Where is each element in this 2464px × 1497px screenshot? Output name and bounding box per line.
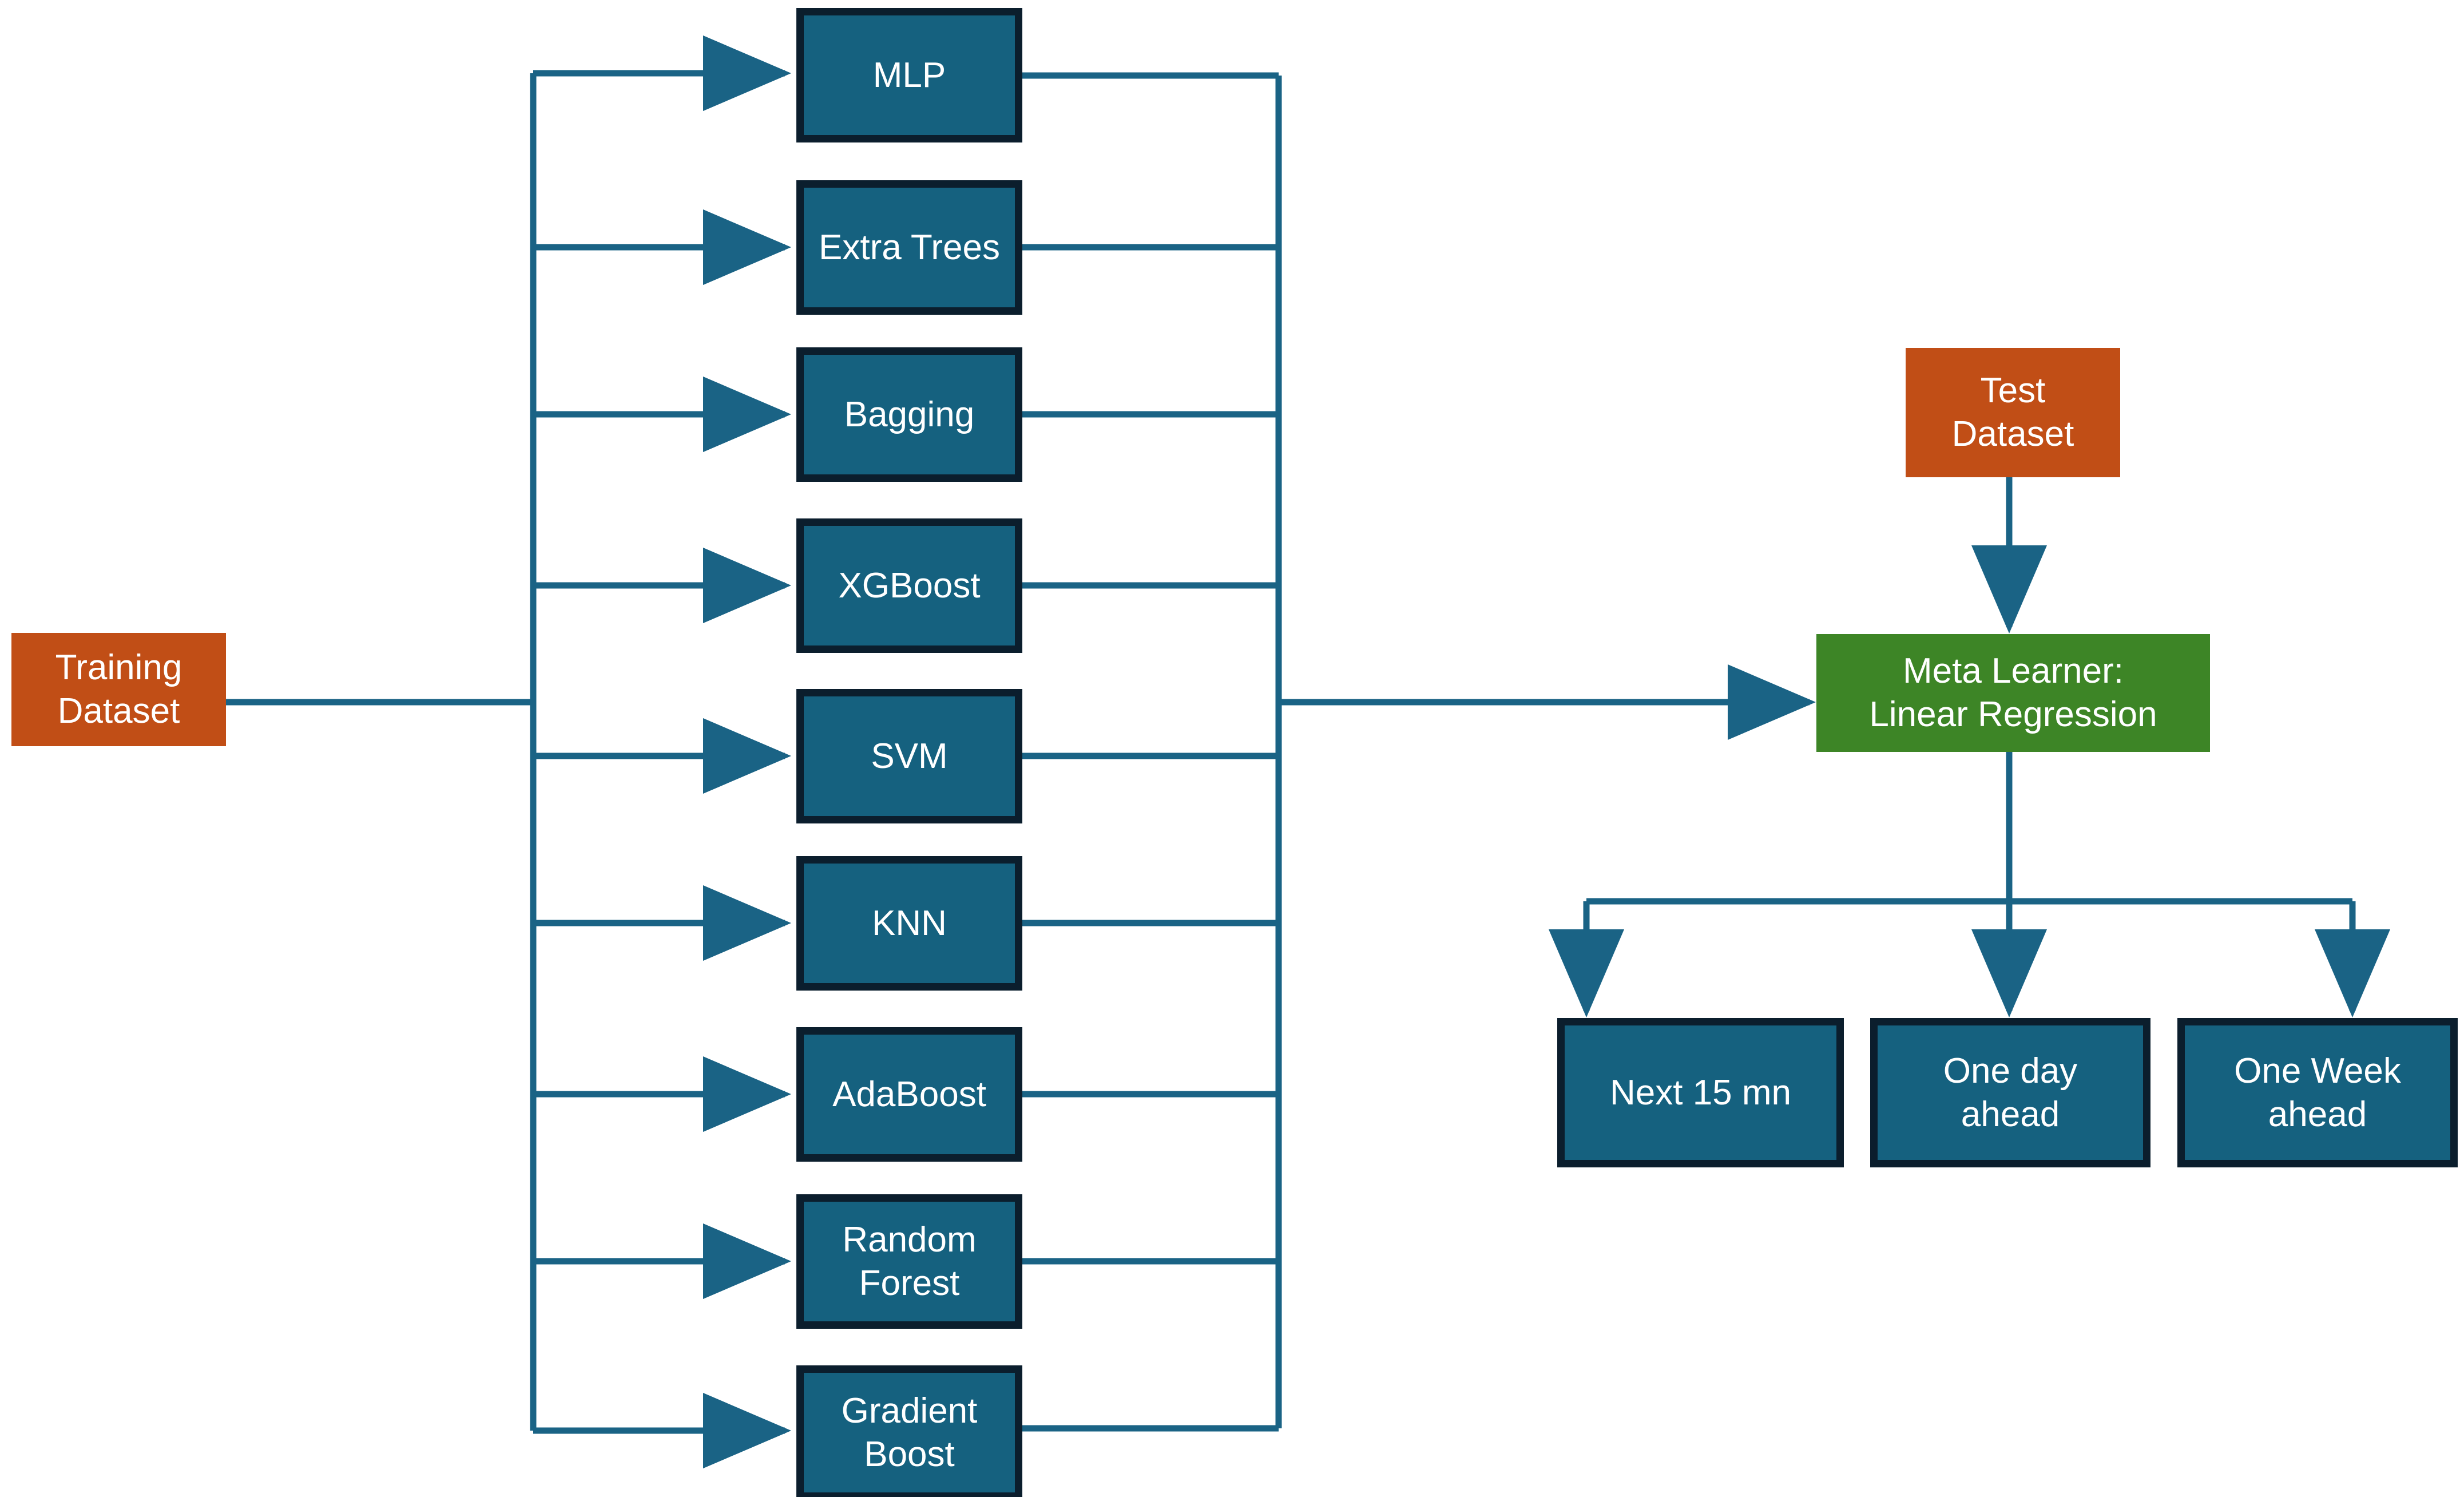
node-base-model-adaboost[interactable]: AdaBoost (796, 1027, 1022, 1162)
node-test-dataset[interactable]: Test Dataset (1906, 348, 2120, 477)
node-training-dataset[interactable]: Training Dataset (11, 633, 226, 746)
node-meta-learner[interactable]: Meta Learner: Linear Regression (1816, 634, 2210, 752)
node-base-model-extra-trees[interactable]: Extra Trees (796, 180, 1022, 315)
node-base-model-mlp[interactable]: MLP (796, 8, 1022, 142)
node-output-next-15-mn[interactable]: Next 15 mn (1557, 1018, 1844, 1167)
node-base-model-knn[interactable]: KNN (796, 856, 1022, 991)
node-output-one-day-ahead[interactable]: One day ahead (1870, 1018, 2150, 1167)
node-base-model-gradient-boost[interactable]: Gradient Boost (796, 1365, 1022, 1497)
node-output-one-week-ahead[interactable]: One Week ahead (2177, 1018, 2458, 1167)
node-base-model-random-forest[interactable]: Random Forest (796, 1194, 1022, 1329)
node-base-model-svm[interactable]: SVM (796, 689, 1022, 823)
node-base-model-bagging[interactable]: Bagging (796, 347, 1022, 482)
node-base-model-xgboost[interactable]: XGBoost (796, 518, 1022, 653)
